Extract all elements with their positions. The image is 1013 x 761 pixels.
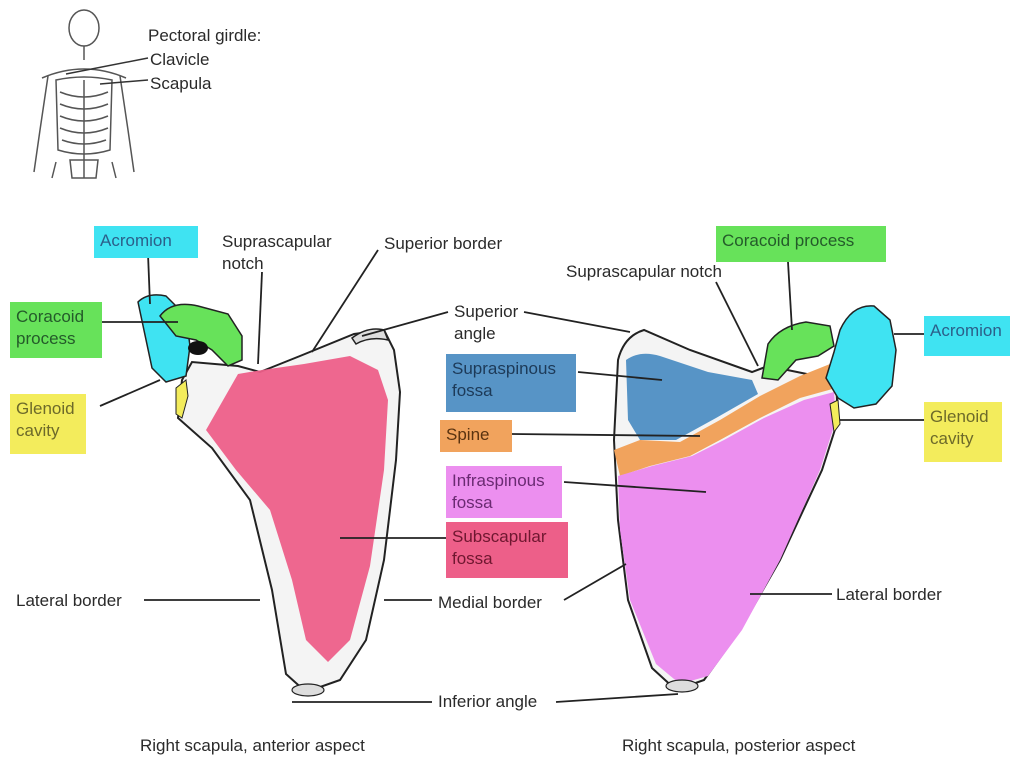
- legend-title: Pectoral girdle:: [148, 26, 261, 46]
- posterior-coracoid-label: Coracoid process: [716, 226, 886, 262]
- posterior-glenoid-line1: Glenoid: [930, 406, 996, 428]
- medial-border-label: Medial border: [438, 593, 542, 613]
- posterior-suprascapular-notch-label: Suprascapular notch: [566, 262, 722, 282]
- anterior-coracoid-line2: process: [16, 328, 96, 350]
- superior-angle-label-line2: angle: [454, 324, 496, 344]
- suprascapular-notch-label-line2: notch: [222, 254, 264, 274]
- supraspinous-fossa-label: Supraspinous fossa: [446, 354, 576, 412]
- subscapular-line2: fossa: [452, 548, 562, 570]
- anterior-notch-shadow: [188, 341, 208, 355]
- infraspinous-fossa-label: Infraspinous fossa: [446, 466, 562, 518]
- anterior-acromion-label: Acromion: [94, 226, 198, 258]
- posterior-lateral-border-label: Lateral border: [836, 585, 942, 605]
- anterior-glenoid-label: Glenoid cavity: [10, 394, 86, 454]
- subscapular-fossa-label: Subscapular fossa: [446, 522, 568, 578]
- infraspinous-line2: fossa: [452, 492, 556, 514]
- skeleton-thumbnail: [34, 10, 134, 178]
- posterior-glenoid-label: Glenoid cavity: [924, 402, 1002, 462]
- infraspinous-line1: Infraspinous: [452, 470, 556, 492]
- anterior-coracoid-line1: Coracoid: [16, 306, 96, 328]
- legend-clavicle-label: Clavicle: [150, 50, 210, 70]
- supraspinous-line2: fossa: [452, 380, 570, 402]
- anterior-coracoid-label: Coracoid process: [10, 302, 102, 358]
- superior-angle-label-line1: Superior: [454, 302, 518, 322]
- posterior-glenoid-line2: cavity: [930, 428, 996, 450]
- inferior-angle-label: Inferior angle: [438, 692, 537, 712]
- posterior-acromion-region: [826, 306, 896, 408]
- posterior-caption: Right scapula, posterior aspect: [622, 736, 855, 756]
- spine-label: Spine: [440, 420, 512, 452]
- posterior-acromion-label: Acromion: [924, 316, 1010, 356]
- anterior-glenoid-line1: Glenoid: [16, 398, 80, 420]
- anterior-caption: Right scapula, anterior aspect: [140, 736, 365, 756]
- anterior-inferior-angle-cap: [292, 684, 324, 696]
- superior-border-label: Superior border: [384, 234, 502, 254]
- legend-scapula-label: Scapula: [150, 74, 211, 94]
- posterior-inferior-angle-cap: [666, 680, 698, 692]
- anterior-lateral-border-label: Lateral border: [16, 591, 122, 611]
- subscapular-line1: Subscapular: [452, 526, 562, 548]
- anterior-glenoid-line2: cavity: [16, 420, 80, 442]
- supraspinous-line1: Supraspinous: [452, 358, 570, 380]
- suprascapular-notch-label-line1: Suprascapular: [222, 232, 332, 252]
- leader-line: [100, 80, 148, 84]
